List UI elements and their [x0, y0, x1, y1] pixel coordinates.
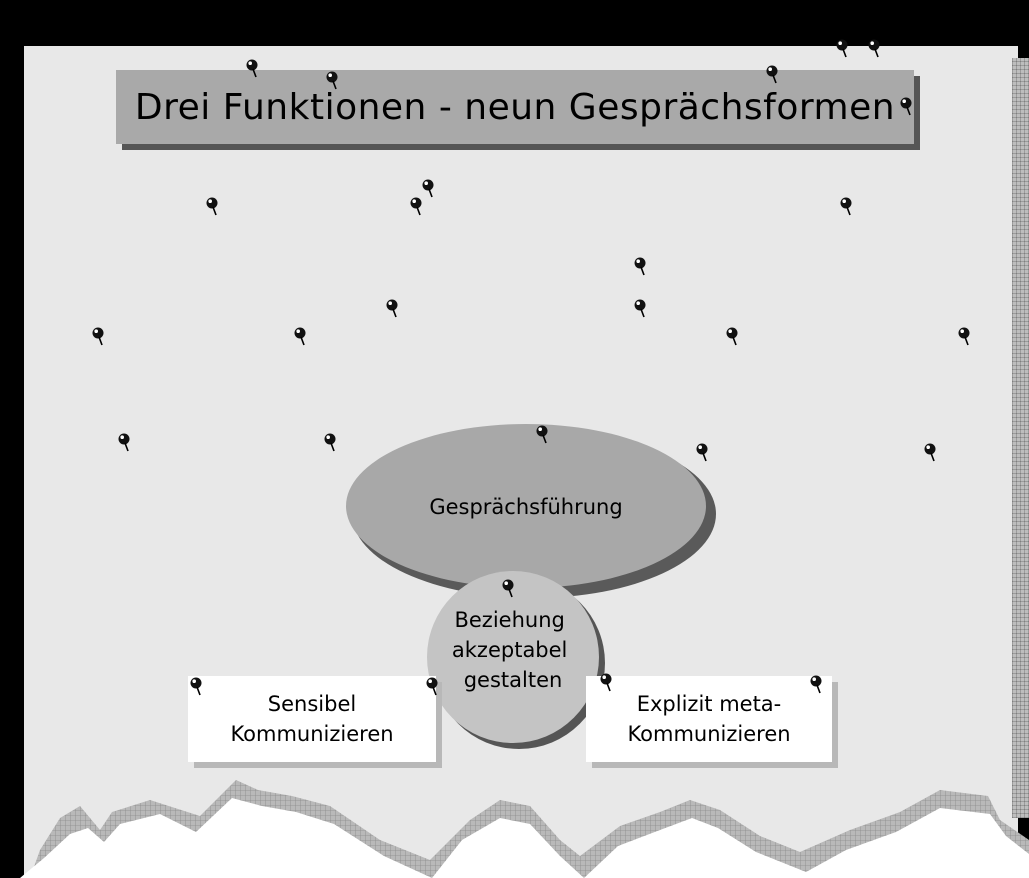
- pushpin-icon: [810, 675, 822, 694]
- pushpin-icon: [294, 327, 306, 346]
- pushpin-icon: [246, 59, 258, 78]
- center-circle-line-2: akzeptabel: [452, 638, 568, 662]
- pushpin-icon: [324, 433, 336, 452]
- pushpin-icon: [190, 677, 202, 696]
- pushpin-icon: [386, 299, 398, 318]
- pushpin-icon: [766, 65, 778, 84]
- center-circle: [427, 571, 599, 743]
- pushpin-icon: [326, 71, 338, 90]
- pushpin-icon: [924, 443, 936, 462]
- pushpin-icon: [422, 179, 434, 198]
- main-oval: [346, 424, 706, 588]
- right-hatched-edge: [1012, 58, 1029, 818]
- page-title: Drei Funktionen - neun Gesprächsformen: [134, 86, 896, 128]
- pushpin-icon: [868, 39, 880, 58]
- pushpin-icon: [92, 327, 104, 346]
- left-card: Sensibel Kommunizieren: [188, 676, 436, 762]
- pushpin-icon: [840, 197, 852, 216]
- pushpin-icon: [426, 677, 438, 696]
- right-card: Explizit meta- Kommunizieren: [586, 676, 832, 762]
- pushpin-icon: [696, 443, 708, 462]
- pushpin-icon: [900, 97, 912, 116]
- pushpin-icon: [206, 197, 218, 216]
- pushpin-icon: [536, 425, 548, 444]
- pushpin-icon: [726, 327, 738, 346]
- pushpin-icon: [502, 579, 514, 598]
- main-oval-label: Gesprächsführung: [429, 495, 622, 519]
- pushpin-icon: [634, 257, 646, 276]
- right-card-label: Explizit meta- Kommunizieren: [627, 692, 791, 746]
- torn-paper-edge-white: [20, 798, 1029, 878]
- left-card-label: Sensibel Kommunizieren: [230, 692, 394, 746]
- pushpin-icon: [600, 673, 612, 692]
- pushpin-icon: [634, 299, 646, 318]
- center-circle-line-1: Beziehung: [454, 608, 564, 632]
- center-circle-line-3: gestalten: [464, 668, 563, 692]
- title-banner: Drei Funktionen - neun Gesprächsformen: [116, 70, 914, 144]
- pushpin-icon: [410, 197, 422, 216]
- pushpin-icon: [958, 327, 970, 346]
- center-circle-label: Beziehung akzeptabel gestalten: [452, 608, 574, 692]
- pushpin-icon: [118, 433, 130, 452]
- pushpin-icon: [836, 39, 848, 58]
